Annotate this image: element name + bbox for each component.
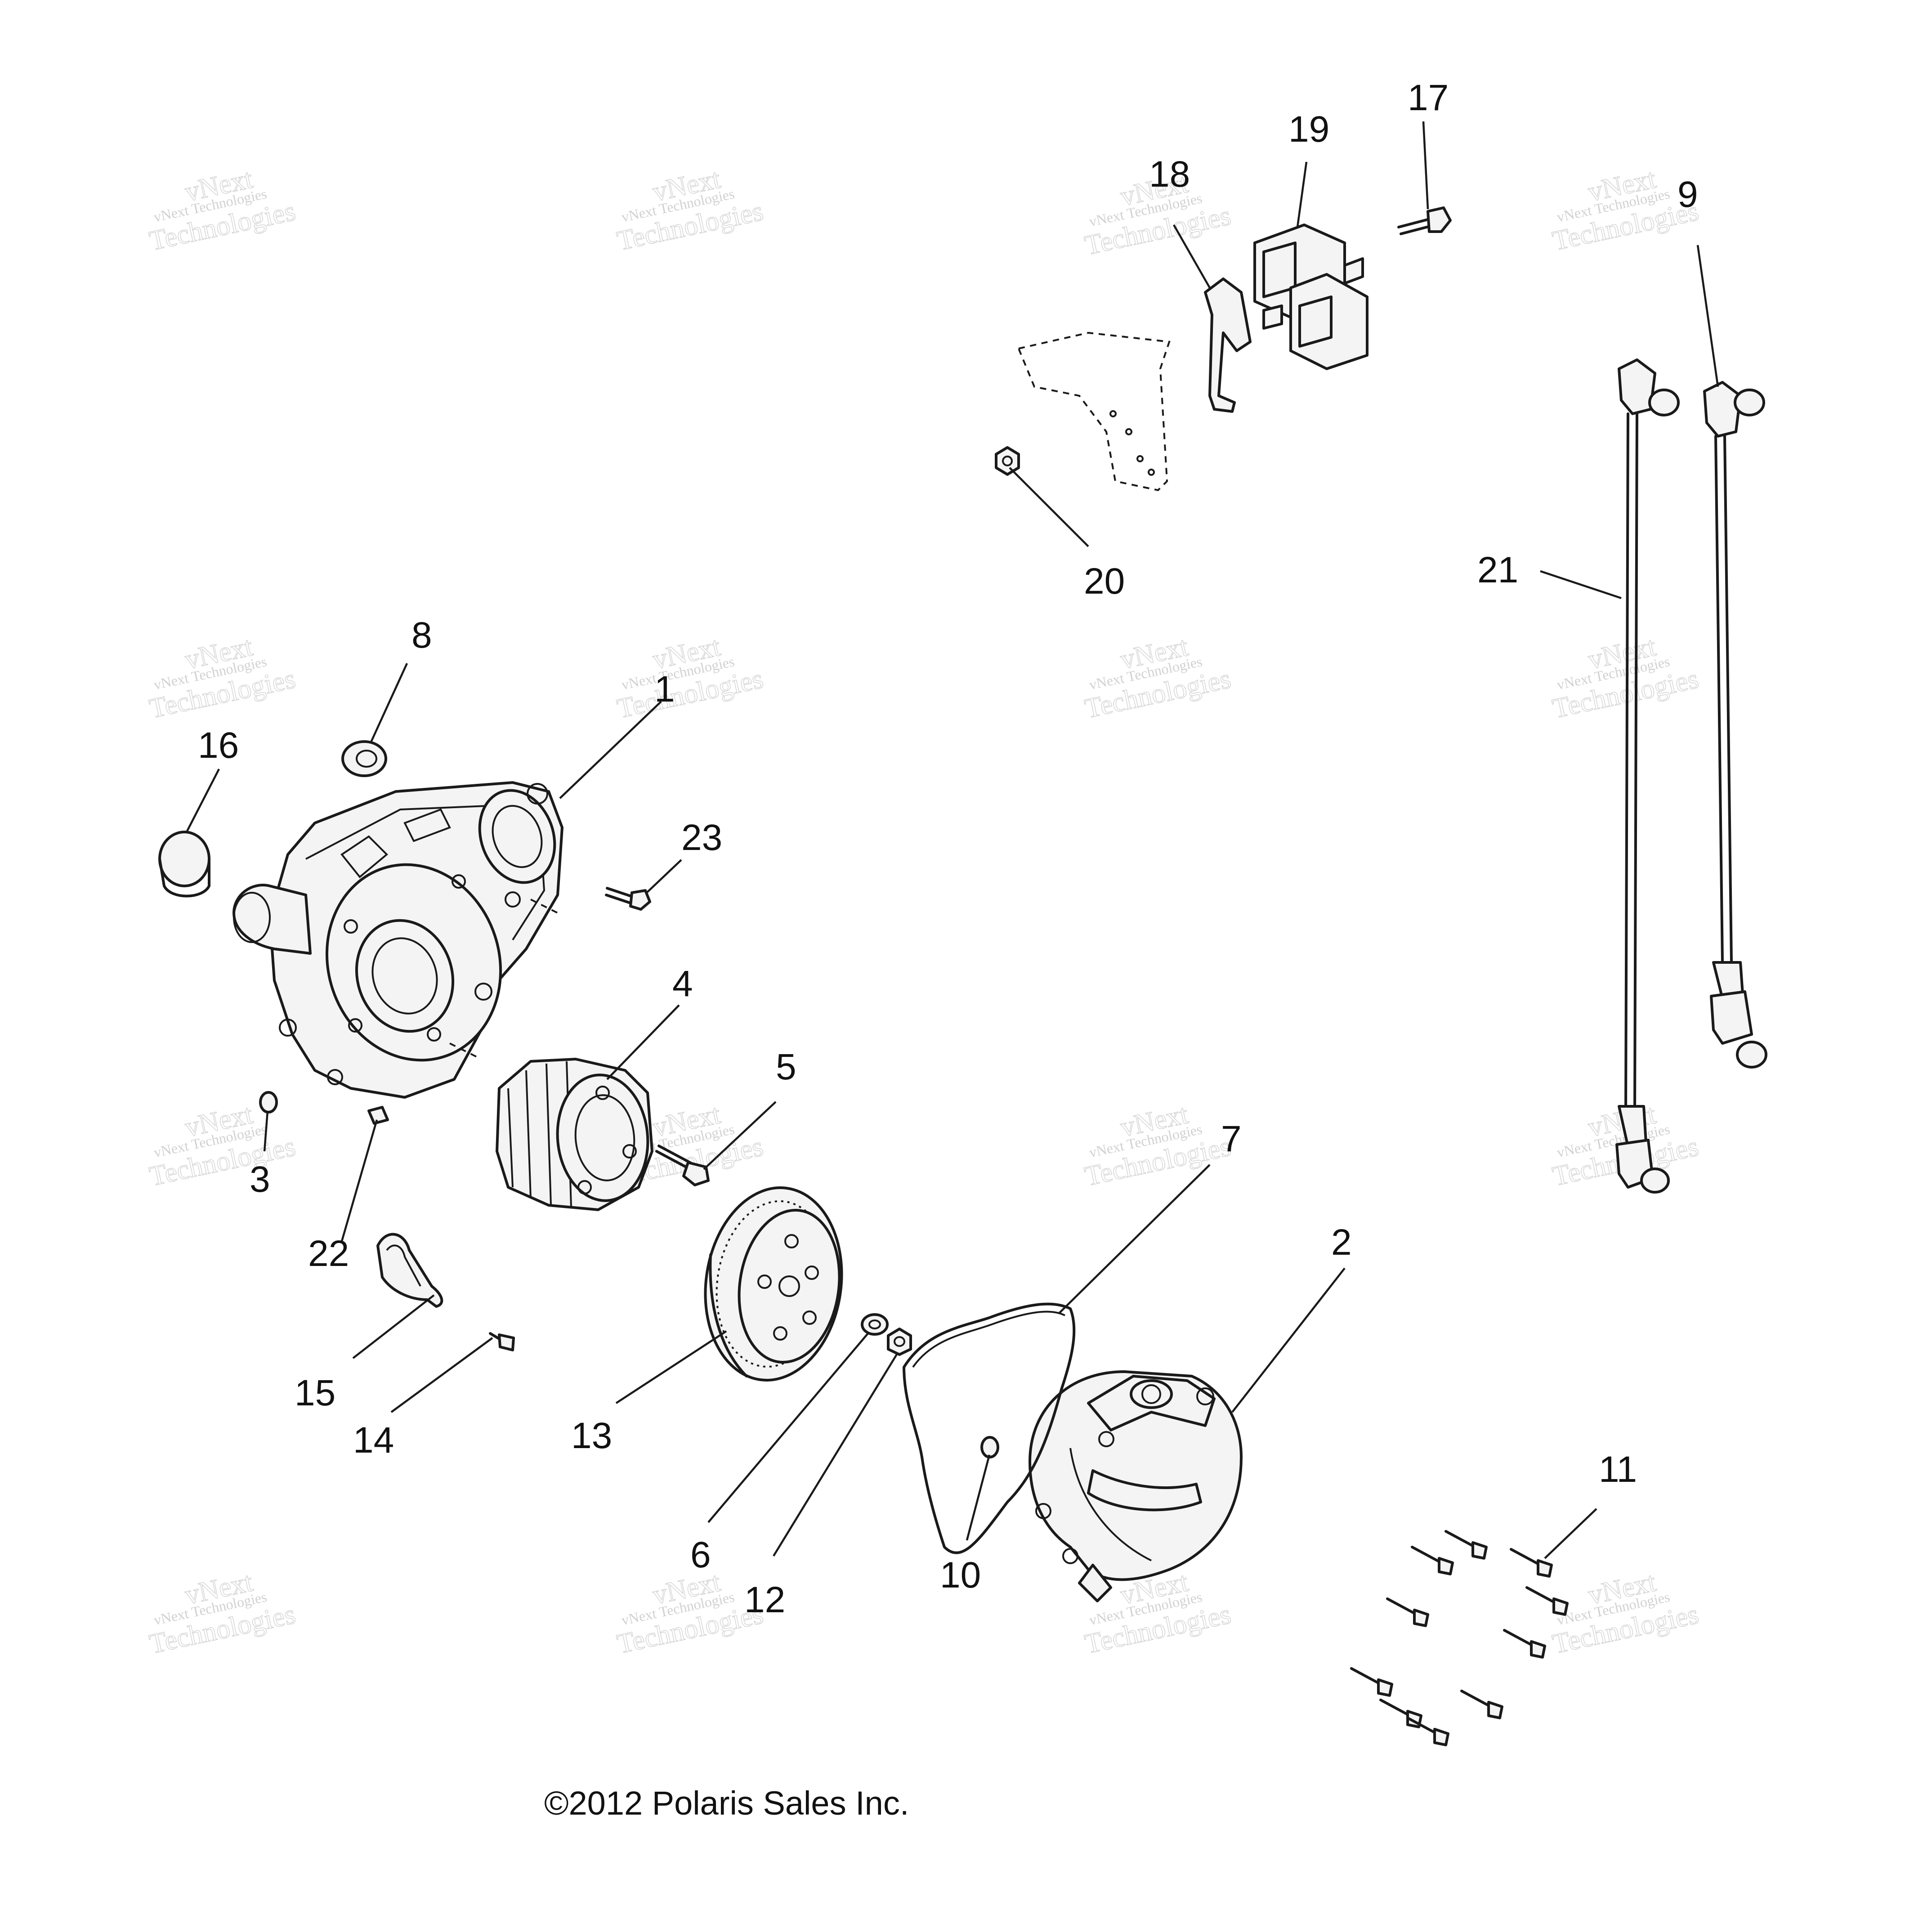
callout-10: 10: [940, 1555, 981, 1596]
clip-part: [376, 1233, 443, 1308]
watermark: vNext vNext Technologies Technologies: [614, 1566, 766, 1660]
copyright-notice: ©2012 Polaris Sales Inc.: [544, 1784, 909, 1822]
stator-part: [496, 1058, 653, 1211]
flywheel-part: [704, 1186, 843, 1382]
callout-19: 19: [1288, 109, 1329, 150]
watermark: vNext vNext Technologies Technologies: [146, 1566, 298, 1660]
callout-7: 7: [1221, 1118, 1242, 1159]
callout-12: 12: [744, 1579, 785, 1620]
callout-14: 14: [353, 1420, 394, 1461]
callout-22: 22: [308, 1233, 349, 1274]
watermark: vNext vNext Technologies Technologies: [614, 631, 766, 724]
callout-16: 16: [198, 725, 239, 766]
o-ring-part: [980, 1436, 999, 1458]
callout-13: 13: [571, 1415, 612, 1456]
callout-6: 6: [690, 1534, 711, 1575]
mount-bolt-part: [1397, 206, 1452, 235]
callout-23: 23: [681, 817, 722, 858]
washer-part: [861, 1313, 889, 1336]
callout-18: 18: [1149, 154, 1190, 195]
watermark: vNext vNext Technologies Technologies: [146, 163, 298, 257]
spark-plug-wire-part: [1703, 381, 1767, 1069]
mounting-plate-part: [995, 331, 1171, 492]
callout-8: 8: [411, 615, 432, 656]
spark-plug-wire-2-part: [1615, 358, 1680, 1194]
watermark: vNext vNext Technologies Technologies: [1082, 631, 1234, 724]
stator-screw-part: [655, 1145, 710, 1186]
callout-4: 4: [672, 963, 693, 1004]
small-bolt-part: [489, 1332, 515, 1351]
stator-housing-part: [233, 781, 564, 1099]
housing-bolt-part: [605, 887, 651, 911]
watermark: vNext vNext Technologies Technologies: [1549, 1566, 1701, 1660]
cover-gasket-part: [903, 1302, 1076, 1554]
ignition-coil-part: [1253, 224, 1368, 370]
bracket-part: [1204, 277, 1252, 413]
seal-part: [158, 831, 210, 898]
stator-cover-part: [1029, 1370, 1243, 1602]
callout-numbers: 1 2 3 4 5 6 7 8 9 10 11 12 13 14 15 16 1…: [198, 77, 1698, 1620]
watermark-grid: vNext vNext Technologies Technologies vN…: [146, 163, 1701, 1660]
callout-20: 20: [1084, 561, 1125, 602]
watermark: vNext vNext Technologies Technologies: [1082, 1099, 1234, 1192]
cover-bolts-part: [1350, 1530, 1569, 1746]
plug-part: [259, 1091, 278, 1114]
watermark: vNext vNext Technologies Technologies: [1549, 631, 1701, 724]
dowel-pin-part: [367, 1106, 389, 1125]
callout-15: 15: [295, 1373, 335, 1413]
watermark: vNext vNext Technologies Technologies: [614, 163, 766, 257]
callout-1: 1: [654, 669, 675, 710]
callout-3: 3: [250, 1159, 270, 1200]
callout-21: 21: [1477, 550, 1518, 590]
flywheel-nut-part: [887, 1328, 912, 1356]
watermark: vNext vNext Technologies Technologies: [146, 631, 298, 724]
callout-17: 17: [1408, 77, 1449, 118]
callout-11: 11: [1599, 1449, 1637, 1490]
callout-9: 9: [1677, 174, 1698, 215]
bearing-part: [341, 740, 387, 777]
callout-5: 5: [776, 1046, 796, 1087]
callout-2: 2: [1331, 1222, 1352, 1263]
leader-lines: [185, 121, 1719, 1559]
